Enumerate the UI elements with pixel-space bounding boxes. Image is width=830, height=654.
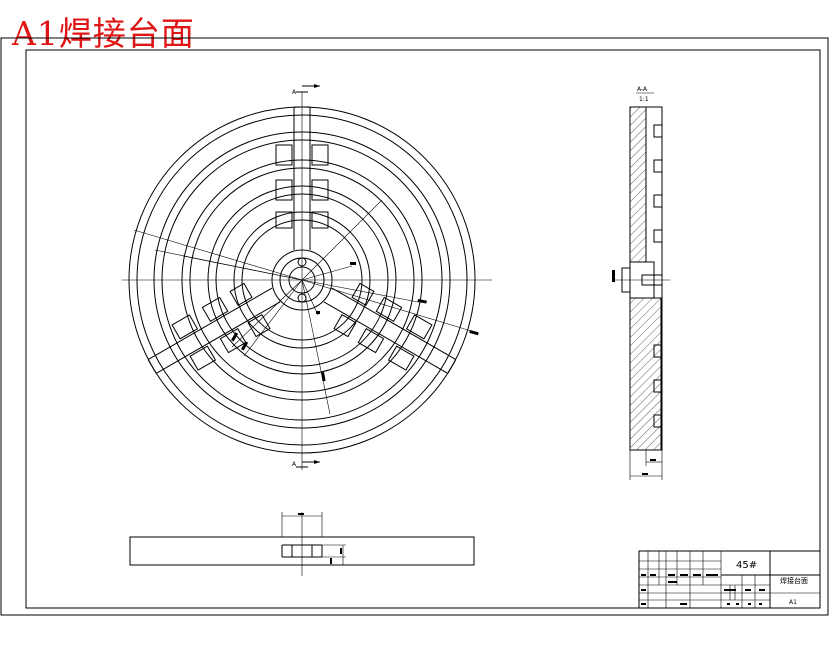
- radial-slot-top: [293, 106, 311, 250]
- section-label-top: A: [292, 89, 297, 96]
- plan-view: A A: [122, 84, 492, 470]
- outer-border: [0, 37, 829, 616]
- section-view: A-A 1:1: [612, 86, 670, 480]
- title-block-drawing-name: 焊接台面: [780, 576, 808, 585]
- title-block-material: 45#: [736, 560, 757, 571]
- section-view-title: A-A: [637, 86, 648, 93]
- radial-slot-left: [323, 287, 457, 374]
- drawing-heading: A1焊接台面: [12, 14, 195, 53]
- section-view-scale: 1:1: [639, 96, 649, 103]
- title-block: 45# 焊接台面 A1: [638, 550, 821, 609]
- radial-slot-right: [147, 287, 281, 374]
- section-label-bottom: A: [292, 461, 297, 468]
- inner-frame: [25, 49, 821, 609]
- side-view: [129, 512, 475, 576]
- title-block-sheet-size: A1: [789, 599, 797, 606]
